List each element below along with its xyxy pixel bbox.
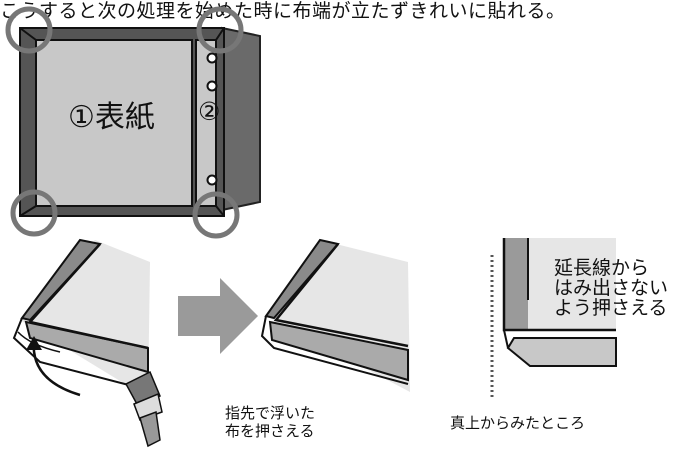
corner-after-diagram bbox=[260, 238, 410, 392]
spine-hole-icon bbox=[206, 174, 218, 186]
back-panel bbox=[221, 26, 261, 212]
header-text: こうすると次の処理を始めた時に布端が立たずきれいに貼れる。 bbox=[0, 0, 566, 22]
spine-hole-icon bbox=[206, 80, 218, 92]
step-caption: 指先で浮いた 布を押さえる bbox=[225, 404, 316, 440]
corner-circle-bottom-left bbox=[10, 189, 58, 237]
top-view-note: 延長線から はみ出さない よう押さえる bbox=[554, 257, 669, 319]
corner-circle-top-left bbox=[5, 6, 53, 54]
top-view-diagram bbox=[490, 238, 617, 400]
cover-panel bbox=[35, 39, 193, 207]
spine-label: ② bbox=[198, 97, 221, 126]
top-view-caption: 真上からみたところ bbox=[450, 414, 586, 432]
corner-fold-dark bbox=[20, 238, 102, 322]
binder-diagram bbox=[5, 6, 261, 239]
cover-label: ①表紙 bbox=[68, 100, 155, 135]
spine-hole-icon bbox=[206, 52, 218, 64]
corner-circle-bottom-right bbox=[192, 191, 240, 239]
next-step-arrow-icon bbox=[178, 278, 258, 354]
corner-before-diagram bbox=[12, 238, 163, 448]
brush-icon bbox=[124, 370, 163, 448]
corner-circle-top-right bbox=[196, 6, 244, 54]
